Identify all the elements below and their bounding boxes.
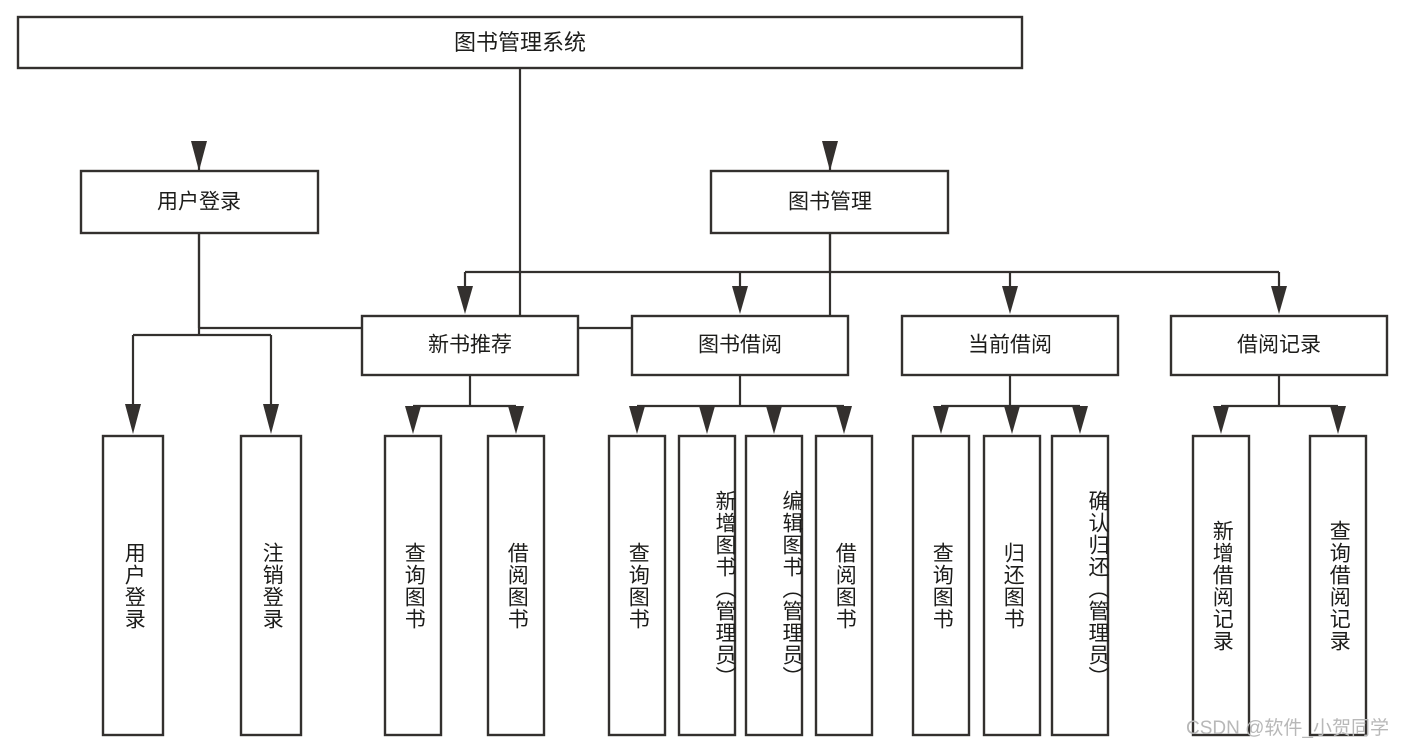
node-book-manage-label: 图书管理 [788,191,872,214]
node-user-login-box[interactable] [79,169,320,235]
node-book-manage[interactable]: 图书管理 [709,169,950,235]
arrow-leaf-query-book-3-icon [933,406,949,434]
node-current-borrow-label: 当前借阅 [968,334,1052,357]
edge-group-current-borrow [933,375,1088,434]
node-new-book-recommend[interactable]: 新书推荐 [360,314,580,377]
leaf-query-record-box[interactable] [1308,434,1368,737]
arrow-leaf-borrow-book-2-icon [836,406,852,434]
leaf-borrow-book-1-box[interactable] [486,434,546,737]
edge-group-new-book-recommend [405,375,524,434]
arrow-leaf-add-record-icon [1213,406,1229,434]
leaf-user-login-box[interactable] [101,434,165,737]
node-root-label: 图书管理系统 [454,30,586,55]
node-book-manage-box[interactable] [709,169,950,235]
node-root-box[interactable] [16,15,1024,70]
csdn-watermark: CSDN @软件_小贺同学 [1186,718,1389,739]
leaf-query-book-3-box[interactable] [911,434,971,737]
arrow-leaf-query-book-2-icon [629,406,645,434]
leaf-logout-box[interactable] [239,434,303,737]
node-book-borrow-box[interactable] [630,314,850,377]
arrow-leaf-borrow-book-1-icon [508,406,524,434]
leaf-return-book-box[interactable] [982,434,1042,737]
arrow-to-user-login-icon [191,141,207,171]
leaf-edit-book-box[interactable] [744,434,804,737]
node-book-borrow[interactable]: 图书借阅 [630,314,850,377]
node-book-borrow-label: 图书借阅 [698,334,782,357]
arrow-to-current-borrow-icon [1002,286,1018,314]
arrow-leaf-edit-book-icon [766,406,782,434]
arrow-leaf-return-book-icon [1004,406,1020,434]
arrow-leaf-query-record-icon [1330,406,1346,434]
node-current-borrow-box[interactable] [900,314,1120,377]
edge-group-book-manage [457,233,1287,314]
arrow-to-borrow-record-icon [1271,286,1287,314]
node-borrow-record-label: 借阅记录 [1237,334,1321,357]
leaf-query-book-1-box[interactable] [383,434,443,737]
leaf-add-book-box[interactable] [677,434,737,737]
arrow-leaf-logout-icon [263,404,279,434]
arrow-to-new-book-recommend-icon [457,286,473,314]
node-current-borrow[interactable]: 当前借阅 [900,314,1120,377]
node-user-login-label: 用户登录 [157,191,241,214]
arrow-leaf-query-book-1-icon [405,406,421,434]
node-borrow-record-box[interactable] [1169,314,1389,377]
leaf-confirm-return-box[interactable] [1050,434,1110,737]
node-new-book-recommend-label: 新书推荐 [428,334,512,357]
leaf-box-group [101,434,1368,737]
arrow-to-book-manage-icon [822,141,838,171]
node-borrow-record[interactable]: 借阅记录 [1169,314,1389,377]
node-new-book-recommend-box[interactable] [360,314,580,377]
arrow-leaf-confirm-return-icon [1072,406,1088,434]
edge-group-book-borrow [629,375,852,434]
leaf-borrow-book-2-box[interactable] [814,434,874,737]
node-root[interactable]: 图书管理系统 [16,15,1024,70]
arrow-to-book-borrow-icon [732,286,748,314]
node-user-login[interactable]: 用户登录 [79,169,320,235]
leaf-add-record-box[interactable] [1191,434,1251,737]
arrow-leaf-user-login-icon [125,404,141,434]
arrow-leaf-add-book-icon [699,406,715,434]
edge-group-user-login [125,233,279,434]
leaf-query-book-2-box[interactable] [607,434,667,737]
edge-group-borrow-record [1213,375,1346,434]
